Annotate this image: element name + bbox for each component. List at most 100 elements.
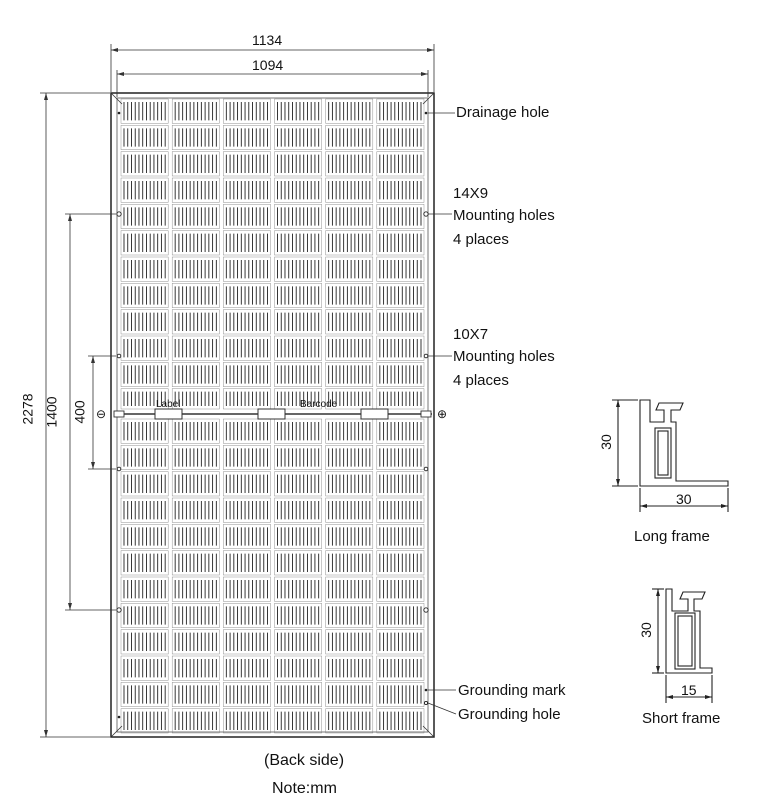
units-note: Note:mm [272, 780, 337, 797]
cell-fingers [328, 286, 371, 305]
dimension-arrows [44, 48, 434, 737]
cell-fingers [277, 233, 320, 252]
cell-fingers [277, 580, 320, 599]
solar-cell [376, 335, 425, 361]
solar-cell [223, 151, 271, 177]
solar-cell [120, 576, 169, 602]
drainage-hole [117, 715, 121, 719]
cell-fingers [174, 553, 217, 572]
solar-cell [120, 335, 169, 361]
solar-cell [376, 177, 425, 203]
cell-fingers [328, 501, 371, 520]
cell-fingers [379, 711, 422, 730]
solar-cell [274, 177, 322, 203]
solar-cell [223, 98, 271, 124]
solar-cell [325, 177, 374, 203]
mount-14x9-name-label: Mounting holes [453, 207, 555, 224]
cell-fingers [174, 659, 217, 678]
solar-cell [325, 629, 374, 655]
solar-cell [325, 445, 374, 470]
cell-fingers [328, 391, 371, 406]
solar-cell [223, 655, 271, 681]
solar-cell [376, 204, 425, 229]
solar-cell [171, 309, 220, 335]
solar-cell [376, 388, 425, 410]
cell-fingers [123, 102, 166, 121]
cell-fingers [328, 580, 371, 599]
cell-fingers [225, 527, 268, 546]
mounting-hole-10x7 [116, 466, 122, 472]
cell-fingers [328, 422, 371, 441]
cell-fingers [123, 233, 166, 252]
cell-fingers [277, 527, 320, 546]
cell-fingers [225, 632, 268, 651]
solar-cell [171, 708, 220, 734]
cell-fingers [174, 711, 217, 730]
solar-cell [274, 576, 322, 602]
cell-fingers [328, 659, 371, 678]
cell-fingers [123, 154, 166, 173]
solar-cell [120, 418, 169, 444]
solar-cell [325, 230, 374, 256]
cell-fingers [277, 632, 320, 651]
solar-cell [376, 125, 425, 150]
cell-fingers [174, 260, 217, 279]
solar-cell [376, 708, 425, 734]
cell-fingers [277, 154, 320, 173]
solar-cell [171, 388, 220, 410]
cell-fingers [379, 102, 422, 121]
cell-fingers [379, 339, 422, 358]
cell-fingers [225, 154, 268, 173]
grounding-hole-label: Grounding hole [458, 706, 561, 723]
solar-cell [171, 471, 220, 497]
connector-minus [113, 410, 125, 418]
solar-cell [120, 497, 169, 523]
solar-cell [274, 362, 322, 387]
solar-cell [325, 550, 374, 576]
solar-cell [274, 230, 322, 256]
cell-fingers [379, 422, 422, 441]
solar-cell [120, 204, 169, 229]
cell-fingers [277, 711, 320, 730]
view-caption: (Back side) [264, 752, 345, 769]
cell-fingers [174, 391, 217, 406]
cell-fingers [277, 286, 320, 305]
cell-fingers [225, 260, 268, 279]
solar-cell [274, 418, 322, 444]
cell-fingers [379, 181, 422, 200]
cell-fingers [174, 154, 217, 173]
solar-cell [223, 445, 271, 470]
cell-fingers [174, 312, 217, 331]
solar-cell [120, 388, 169, 410]
solar-cell [325, 471, 374, 497]
cell-fingers [123, 422, 166, 441]
solar-cell [376, 576, 425, 602]
cell-fingers [328, 260, 371, 279]
mounting-hole-10x7 [116, 353, 122, 359]
cell-fingers [225, 580, 268, 599]
long-frame-profile [612, 399, 729, 512]
solar-cell [171, 655, 220, 681]
solar-cell [171, 497, 220, 523]
cell-fingers [174, 527, 217, 546]
solar-cell [171, 629, 220, 655]
cell-fingers [123, 391, 166, 406]
cell-fingers [225, 233, 268, 252]
cell-grid [120, 98, 425, 734]
cell-fingers [328, 365, 371, 384]
cell-fingers [379, 474, 422, 493]
cell-fingers [328, 339, 371, 358]
solar-cell [325, 576, 374, 602]
cell-fingers [277, 553, 320, 572]
cell-fingers [123, 580, 166, 599]
solar-cell [120, 471, 169, 497]
solar-cell [376, 471, 425, 497]
solar-cell [274, 151, 322, 177]
dim-mount-10x7-spacing: 400 [71, 400, 88, 424]
mounting-hole-10x7 [423, 466, 429, 472]
solar-cell [223, 388, 271, 410]
barcode-tag: Barcode [300, 399, 338, 410]
cell-fingers [379, 580, 422, 599]
solar-cell [325, 98, 374, 124]
cell-fingers [379, 312, 422, 331]
